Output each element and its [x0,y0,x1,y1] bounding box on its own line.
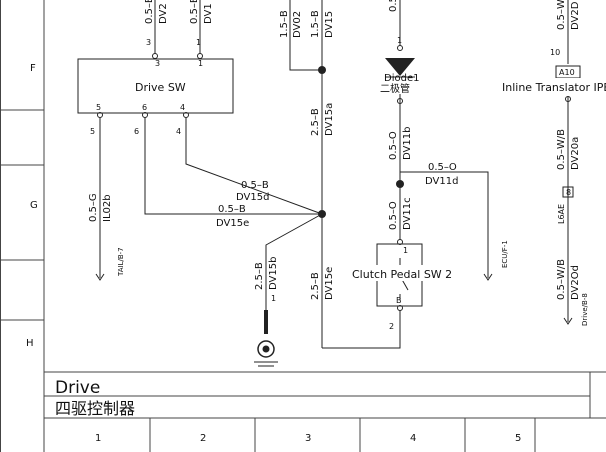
pin-ground-1: 1 [271,294,276,303]
inline-translator-label: Inline Translator IPE [502,81,606,94]
wire-spec-dv2d: 0.5–W/B [556,0,567,30]
wire-spec-dv02: 1.5–B [279,10,290,38]
ref-driveb: Drive/B-8 [581,293,589,326]
pin-inline-conn: A10 [559,68,575,77]
wire-spec-dv15e-b: 2.5–B [310,272,321,300]
wire-spec-dv11b: 0.5–O [388,131,399,160]
wire-spec-dv20a: 0.5–W/B [556,129,567,170]
diode-icon [385,58,415,78]
row-label-g: G [30,200,38,211]
row-label-h: H [26,338,34,349]
clutch-pedal-sw-component: 1 2 B Clutch Pedal SW 2 [350,239,452,331]
wire-id-dv15e-a: DV15e [216,218,249,229]
wire-id-dv11c: DV11c [402,197,413,230]
pin-sw-bot-5: 5 [96,103,101,112]
pin-sw-in-1: 1 [198,59,203,68]
title-en: Drive [55,378,100,398]
col-label-5: 5 [515,433,521,444]
wire-id-dv15d: DV15d [236,192,269,203]
pin-clutch-1: 1 [403,246,408,255]
diode-label: Diode1 [384,73,419,84]
wire-spec-dv15: 1.5–B [310,10,321,38]
arrow-down-icon [563,317,573,325]
pin-inline-mid: 8 [566,188,571,197]
wire-spec-dv2: 0.5–B [144,0,155,24]
drive-sw-component: Drive SW 3 1 3 1 5 6 4 5 6 4 [77,0,234,136]
wire-spec-dv11d: 0.5–O [428,162,457,173]
junction-dot [396,180,404,188]
pin-sw-top-1: 1 [196,38,201,47]
pin-diode-1: 1 [397,36,402,45]
diode-label-cn: 二极管 [380,82,410,95]
wire-spec-dv2od: 0.5–W/B [556,259,567,300]
ref-tail: TAIL/B-7 [117,247,125,277]
wire-id-dv15: DV15 [324,11,335,38]
wire-spec-dv15a: 2.5–B [310,108,321,136]
wire-spec-dv1: 0.5–B [189,0,200,24]
wire-id-il02b: IL02b [102,194,113,222]
col-label-1: 1 [95,433,101,444]
arrow-down-icon [95,273,105,281]
pin-sw-top-3: 3 [146,38,151,47]
wire-id-dv15b: DV15b [268,257,279,290]
wire-spec-dv15e-a: 0.5–B [218,204,246,215]
pin-clutch-b: B [396,296,402,305]
wire-id-dv1: DV1 [203,3,214,24]
pin-clutch-2: 2 [389,322,394,331]
junction-dot [318,66,326,74]
wire-id-dv15a: DV15a [324,103,335,136]
wire-id-dv2d: DV2D [570,1,581,30]
pin-sw-bot-6: 6 [142,103,147,112]
wire-id-dv11d: DV11d [425,176,458,187]
wire-spec-dv15b: 2.5–B [254,262,265,290]
wire-spec-l6ae: L6AE [557,204,566,224]
wire-id-dv15e-b: DV15e [324,267,335,300]
pin-sw-out-6: 6 [134,127,139,136]
ref-ecu: ECU/F-1 [501,240,509,268]
col-label-3: 3 [305,433,311,444]
wire-id-dv2: DV2 [158,3,169,24]
col-label-2: 2 [200,433,206,444]
wire-spec-dv11c: 0.5–O [388,201,399,230]
arrow-down-icon [483,273,493,281]
clutch-pedal-label: Clutch Pedal SW 2 [352,268,452,281]
drive-sw-label: Drive SW [135,81,186,94]
pin-sw-in-3: 3 [155,59,160,68]
row-label-f: F [30,63,36,74]
col-label-4: 4 [410,433,416,444]
wire-spec-dv-top: 0.5–O [388,0,399,12]
wire-spec-dv15d: 0.5–B [241,180,269,191]
wire-id-dv11b: DV11b [402,127,413,160]
title-cn: 四驱控制器 [55,399,135,418]
wire-id-dv02: DV02 [292,11,303,38]
wire-spec-il02b: 0.5–G [88,193,99,222]
wire-id-dv20a: DV20a [570,137,581,170]
wire-id-dv2od: DV2Od [570,265,581,300]
pin-sw-out-4: 4 [176,127,181,136]
pin-sw-bot-4: 4 [180,103,185,112]
pin-sw-out-5: 5 [90,127,95,136]
ground-icon [254,340,278,367]
pin-inline-10: 10 [550,48,560,57]
